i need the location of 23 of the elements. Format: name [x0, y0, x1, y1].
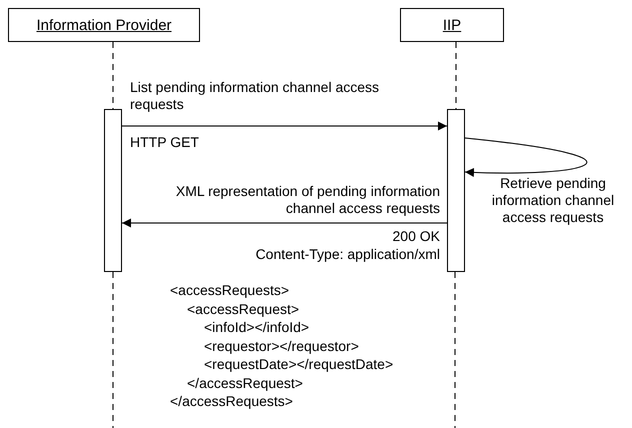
response-header: Content-Type: application/xml	[256, 246, 440, 263]
xml-code-line: <accessRequests>	[170, 282, 290, 299]
message-arrow	[122, 218, 448, 228]
participant-name: Information Provider	[36, 16, 172, 34]
participant-box	[400, 8, 504, 42]
xml-code-line: <requestDate></requestDate>	[204, 356, 394, 373]
xml-code-line: <requestor></requestor>	[204, 338, 359, 354]
activation-bar	[104, 109, 122, 272]
message-label: List pending information channel access requests	[130, 79, 380, 113]
message-label: Retrieve pending information channel access requests	[490, 175, 616, 226]
activation-bar	[447, 109, 465, 272]
message-arrow	[122, 122, 448, 130]
xml-code-line: </accessRequest>	[187, 374, 303, 392]
message-label: XML representation of pending information channel access requests	[174, 183, 440, 217]
lifeline	[112, 42, 114, 110]
participant-name: IIP	[442, 16, 462, 34]
participant-box	[8, 8, 200, 42]
xml-code-line: <infoId></infoId>	[204, 319, 310, 336]
response-header: 200 OK	[392, 228, 440, 245]
self-message-arrow	[464, 138, 588, 177]
xml-code-line: </accessRequests>	[170, 393, 293, 410]
http-method: HTTP GET	[130, 134, 199, 151]
xml-code-line: <accessRequest>	[187, 300, 300, 318]
